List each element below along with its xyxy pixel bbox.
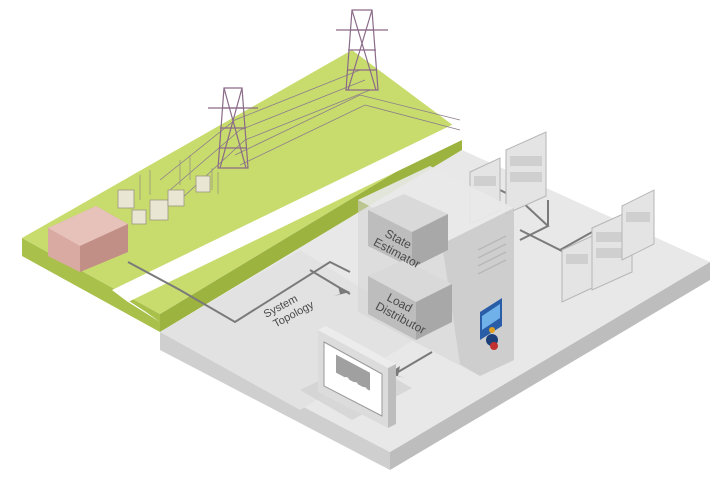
transmission-tower-icon — [208, 87, 258, 169]
load-distributor-module — [368, 260, 452, 340]
field-tile — [22, 50, 462, 332]
app-badge-icon — [480, 298, 502, 350]
transmission-tower-icon — [336, 9, 388, 91]
state-estimator-module — [368, 194, 448, 268]
monitor-icon — [300, 326, 412, 428]
substation-icon — [117, 155, 219, 225]
flow-arrow-icon — [397, 351, 433, 373]
control-building-icon — [48, 206, 128, 272]
flow-arrow-icon — [309, 269, 351, 295]
relay-panel-icon — [505, 131, 547, 215]
relay-panel-icon — [621, 189, 655, 261]
